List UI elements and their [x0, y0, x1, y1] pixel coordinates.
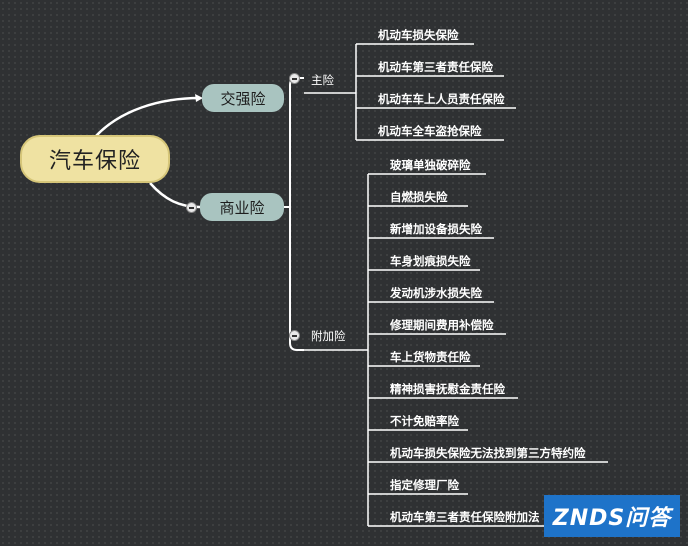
leaf-node[interactable]: 机动车车上人员责任保险 — [378, 92, 505, 106]
leaf-node[interactable]: 新增加设备损失险 — [390, 222, 482, 236]
leaf-node[interactable]: 机动车损失保险 — [378, 28, 459, 42]
branch-node-jiaoqiang[interactable]: 交强险 — [202, 84, 284, 112]
leaf-node[interactable]: 发动机涉水损失险 — [390, 286, 482, 300]
root-node[interactable]: 汽车保险 — [20, 135, 170, 183]
branch-node-shangye[interactable]: 商业险 — [200, 193, 284, 221]
watermark-text: ZNDS问答 — [552, 506, 672, 531]
group-label-zhuxian[interactable]: 主险 — [311, 73, 334, 87]
branch-node-label: 商业险 — [219, 198, 265, 217]
leaf-node[interactable]: 不计免赔率险 — [390, 414, 459, 428]
link-to-zhuxian — [289, 77, 304, 207]
branch-node-label: 交强险 — [220, 89, 266, 108]
leaf-node[interactable]: 机动车全车盗抢保险 — [378, 124, 482, 138]
collapse-toggle-icon[interactable] — [186, 202, 197, 213]
collapse-toggle-icon[interactable] — [289, 330, 300, 341]
leaf-node[interactable]: 修理期间费用补偿险 — [390, 318, 494, 332]
zhuxian-leaf-lines — [356, 43, 516, 141]
link-root-jiaoqiang — [94, 96, 201, 138]
link-arrowhead-jiaoqiang — [195, 94, 203, 102]
group-label-fujiaxian[interactable]: 附加险 — [311, 329, 346, 343]
collapse-toggle-icon[interactable] — [289, 73, 300, 84]
leaf-node[interactable]: 机动车损失保险无法找到第三方特约险 — [390, 446, 586, 460]
leaf-node[interactable]: 车身划痕损失险 — [390, 254, 471, 268]
leaf-node[interactable]: 机动车第三者责任保险附加法 — [390, 510, 540, 524]
fujiaxian-leaf-lines — [368, 173, 608, 527]
leaf-node[interactable]: 机动车第三者责任保险 — [378, 60, 493, 74]
leaf-node[interactable]: 指定修理厂险 — [390, 478, 459, 492]
link-to-fujiaxian — [289, 207, 304, 351]
leaf-node[interactable]: 车上货物责任险 — [390, 350, 471, 364]
leaf-node[interactable]: 玻璃单独破碎险 — [390, 158, 471, 172]
watermark-logo: ZNDS问答 — [544, 495, 680, 537]
leaf-node[interactable]: 自燃损失险 — [390, 190, 448, 204]
leaf-node[interactable]: 精神损害抚慰金责任险 — [390, 382, 505, 396]
root-node-label: 汽车保险 — [48, 149, 141, 174]
